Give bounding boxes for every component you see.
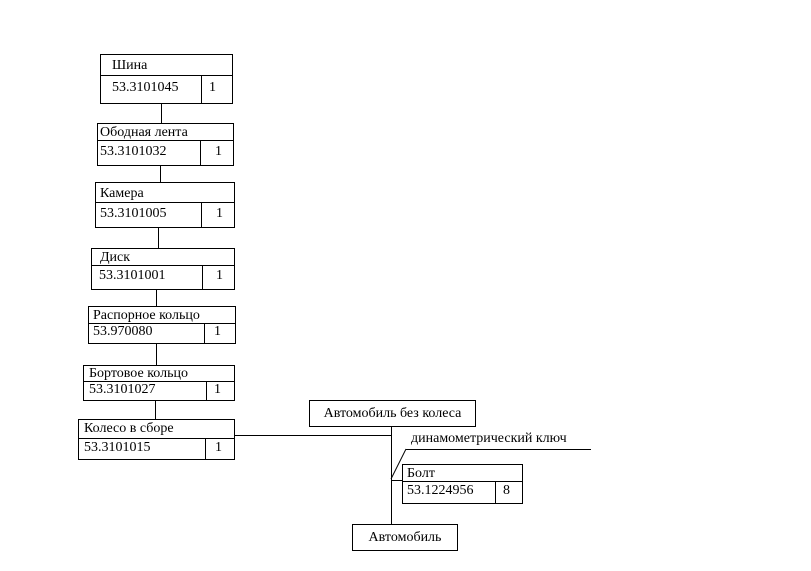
part-qty: 1	[209, 80, 216, 95]
part-name: Колесо в сборе	[79, 420, 234, 439]
part-name: Ободная лента	[98, 124, 233, 141]
part-wheel-assembly: Колесо в сборе 53.3101015 1	[78, 419, 235, 460]
part-qty: 1	[214, 382, 221, 397]
part-qty: 1	[214, 324, 221, 339]
part-name: Диск	[92, 249, 234, 266]
part-qty: 1	[215, 144, 222, 159]
part-code: 53.3101027	[84, 381, 207, 400]
part-qty: 1	[215, 440, 222, 455]
part-name: Болт	[403, 465, 522, 482]
part-name: Бортовое кольцо	[84, 366, 234, 382]
vehicle-without-wheel-box: Автомобиль без колеса	[309, 400, 476, 427]
part-code: 53.3101032	[98, 140, 201, 165]
part-code: 53.970080	[89, 323, 205, 343]
part-qty: 1	[216, 268, 223, 283]
part-bolt: Болт 53.1224956 8	[402, 464, 523, 504]
part-bead-ring: Бортовое кольцо 53.3101027 1	[83, 365, 235, 401]
part-code: 53.1224956	[403, 481, 496, 503]
part-name: Камера	[96, 183, 234, 203]
part-code: 53.3101015	[79, 438, 206, 459]
part-code: 53.3101001	[92, 265, 203, 289]
torque-wrench-label: динамометрический ключ	[411, 431, 567, 446]
part-spacer-ring: Распорное кольцо 53.970080 1	[88, 306, 236, 344]
part-rim-tape: Ободная лента 53.3101032 1	[97, 123, 234, 166]
part-code: 53.3101005	[96, 202, 202, 227]
part-tube: Камера 53.3101005 1	[95, 182, 235, 228]
part-disk: Диск 53.3101001 1	[91, 248, 235, 290]
part-qty: 1	[216, 206, 223, 221]
vehicle-box: Автомобиль	[352, 524, 458, 551]
part-code: 53.3101045	[101, 75, 202, 103]
part-name: Шина	[101, 55, 232, 76]
tool-leader-diagonal	[390, 448, 407, 480]
part-name: Распорное кольцо	[89, 307, 235, 324]
part-qty: 8	[503, 483, 510, 498]
part-tire: Шина 53.3101045 1	[100, 54, 233, 104]
